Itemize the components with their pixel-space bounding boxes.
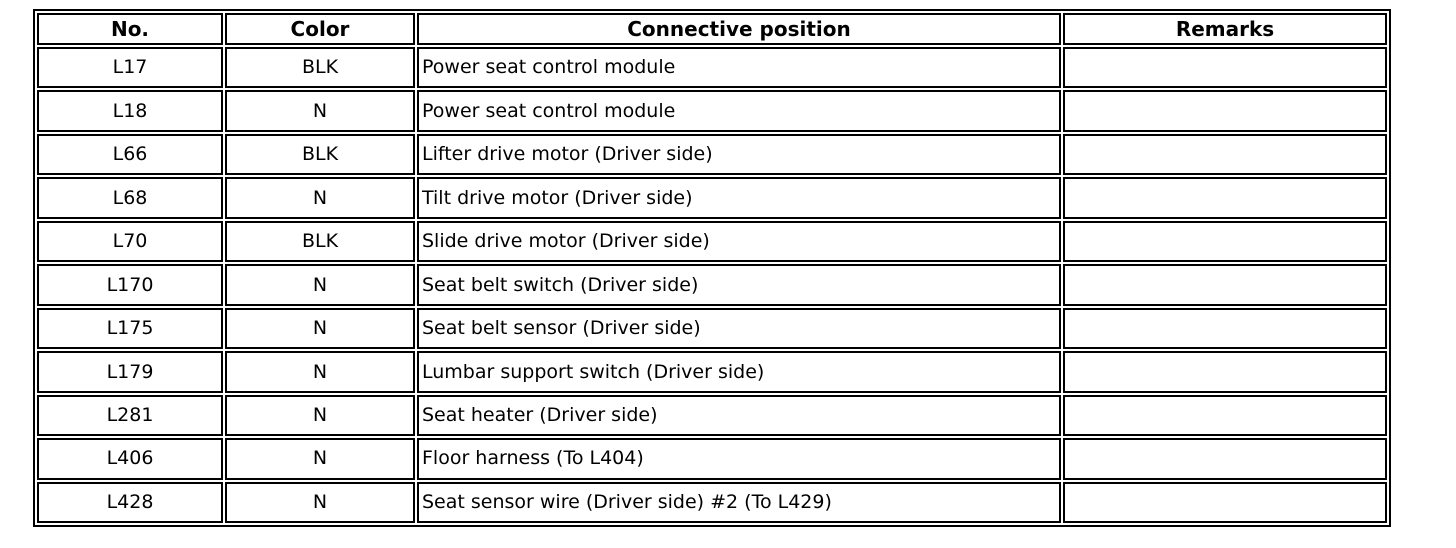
table-row: L179 N Lumbar support switch (Driver sid… bbox=[37, 351, 1387, 393]
table-row: L428 N Seat sensor wire (Driver side) #2… bbox=[37, 481, 1387, 523]
cell-color: N bbox=[225, 481, 415, 523]
cell-color: N bbox=[225, 351, 415, 393]
table-row: L281 N Seat heater (Driver side) bbox=[37, 394, 1387, 437]
cell-no: L179 bbox=[37, 351, 223, 393]
connector-table: No. Color Connective position Remarks L1… bbox=[33, 9, 1391, 527]
cell-position: Lumbar support switch (Driver side) bbox=[417, 351, 1061, 393]
cell-color: N bbox=[225, 264, 415, 306]
table-row: L66 BLK Lifter drive motor (Driver side) bbox=[37, 133, 1387, 176]
cell-position: Seat sensor wire (Driver side) #2 (To L4… bbox=[417, 481, 1061, 523]
cell-remarks bbox=[1063, 264, 1387, 306]
cell-remarks bbox=[1063, 394, 1387, 437]
table-body: L17 BLK Power seat control module L18 N … bbox=[37, 47, 1387, 523]
cell-no: L428 bbox=[37, 481, 223, 523]
cell-remarks bbox=[1063, 133, 1387, 176]
cell-color: N bbox=[225, 90, 415, 132]
cell-remarks bbox=[1063, 177, 1387, 219]
cell-remarks bbox=[1063, 307, 1387, 350]
column-header-no: No. bbox=[37, 13, 223, 45]
cell-no: L175 bbox=[37, 307, 223, 350]
table-row: L18 N Power seat control module bbox=[37, 90, 1387, 132]
table-row: L406 N Floor harness (To L404) bbox=[37, 438, 1387, 480]
cell-color: N bbox=[225, 177, 415, 219]
cell-color: N bbox=[225, 394, 415, 437]
cell-remarks bbox=[1063, 438, 1387, 480]
cell-no: L281 bbox=[37, 394, 223, 437]
cell-color: N bbox=[225, 307, 415, 350]
cell-color: BLK bbox=[225, 133, 415, 176]
cell-position: Seat heater (Driver side) bbox=[417, 394, 1061, 437]
header-row: No. Color Connective position Remarks bbox=[37, 13, 1387, 45]
cell-position: Floor harness (To L404) bbox=[417, 438, 1061, 480]
cell-position: Lifter drive motor (Driver side) bbox=[417, 133, 1061, 176]
cell-no: L68 bbox=[37, 177, 223, 219]
cell-position: Slide drive motor (Driver side) bbox=[417, 220, 1061, 263]
cell-no: L70 bbox=[37, 220, 223, 263]
table-header: No. Color Connective position Remarks bbox=[37, 13, 1387, 45]
cell-remarks bbox=[1063, 90, 1387, 132]
cell-color: N bbox=[225, 438, 415, 480]
cell-no: L170 bbox=[37, 264, 223, 306]
table-row: L170 N Seat belt switch (Driver side) bbox=[37, 264, 1387, 306]
connector-table-container: No. Color Connective position Remarks L1… bbox=[33, 9, 1391, 527]
table-row: L17 BLK Power seat control module bbox=[37, 47, 1387, 89]
cell-remarks bbox=[1063, 220, 1387, 263]
cell-color: BLK bbox=[225, 220, 415, 263]
table-row: L70 BLK Slide drive motor (Driver side) bbox=[37, 220, 1387, 263]
cell-remarks bbox=[1063, 351, 1387, 393]
column-header-remarks: Remarks bbox=[1063, 13, 1387, 45]
cell-no: L66 bbox=[37, 133, 223, 176]
table-row: L68 N Tilt drive motor (Driver side) bbox=[37, 177, 1387, 219]
cell-color: BLK bbox=[225, 47, 415, 89]
cell-no: L406 bbox=[37, 438, 223, 480]
cell-remarks bbox=[1063, 481, 1387, 523]
cell-position: Seat belt sensor (Driver side) bbox=[417, 307, 1061, 350]
column-header-color: Color bbox=[225, 13, 415, 45]
column-header-position: Connective position bbox=[417, 13, 1061, 45]
cell-no: L18 bbox=[37, 90, 223, 132]
cell-position: Tilt drive motor (Driver side) bbox=[417, 177, 1061, 219]
cell-no: L17 bbox=[37, 47, 223, 89]
cell-position: Seat belt switch (Driver side) bbox=[417, 264, 1061, 306]
table-row: L175 N Seat belt sensor (Driver side) bbox=[37, 307, 1387, 350]
cell-position: Power seat control module bbox=[417, 47, 1061, 89]
cell-position: Power seat control module bbox=[417, 90, 1061, 132]
cell-remarks bbox=[1063, 47, 1387, 89]
